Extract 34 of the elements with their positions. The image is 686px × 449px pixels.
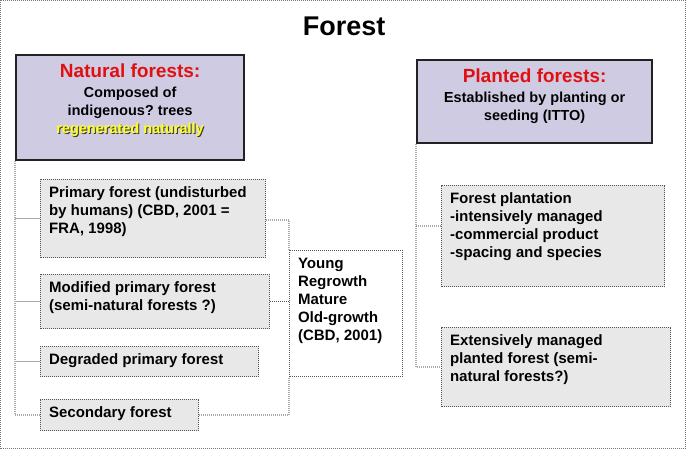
- highlight-text: regenerated naturally: [55, 120, 205, 138]
- heading: Planted forests:: [462, 65, 608, 89]
- forest-type-box: [40, 179, 266, 258]
- list-item: Old-growth: [298, 309, 379, 327]
- list-item: -intensively managed: [450, 208, 604, 226]
- item-heading: Young: [298, 255, 345, 273]
- label-text: Modified primary forest (semi-natural forests ?): [49, 279, 217, 315]
- list-item: Regrowth: [298, 273, 368, 291]
- title: Forest: [302, 11, 386, 42]
- list-item: Mature: [298, 291, 348, 309]
- connector-line: [416, 144, 442, 368]
- label-text: Degraded primary forest: [49, 351, 224, 369]
- item-heading: Forest plantation: [450, 190, 573, 208]
- list-item: -commercial product: [450, 226, 600, 244]
- forest-type-box: [40, 274, 270, 329]
- connector-line: [270, 301, 290, 302]
- label-text: Secondary forest: [49, 404, 173, 422]
- connector-line: [266, 220, 290, 250]
- category-box: [15, 54, 245, 161]
- description: Established by planting or seeding (ITTO): [442, 89, 626, 125]
- category-box: [416, 59, 653, 144]
- forest-type-box: [40, 399, 199, 431]
- list-item: -spacing and species: [450, 244, 603, 262]
- label-text: Extensively managed planted forest (semi-natural forests?): [450, 332, 604, 386]
- label-text: Primary forest (undisturbed by humans) (CBD, 2001 = FRA, 1998): [49, 184, 248, 238]
- connector-line: [198, 376, 290, 416]
- forest-type-box: [40, 346, 259, 377]
- description: Composed of indigenous? trees: [66, 84, 194, 120]
- forest-type-box: [441, 327, 671, 407]
- heading: Natural forests:: [58, 60, 202, 84]
- forest-type-box: [441, 185, 665, 287]
- stage-box: [289, 250, 403, 377]
- list-item: (CBD, 2001): [298, 327, 384, 345]
- connector-line: [14, 160, 40, 416]
